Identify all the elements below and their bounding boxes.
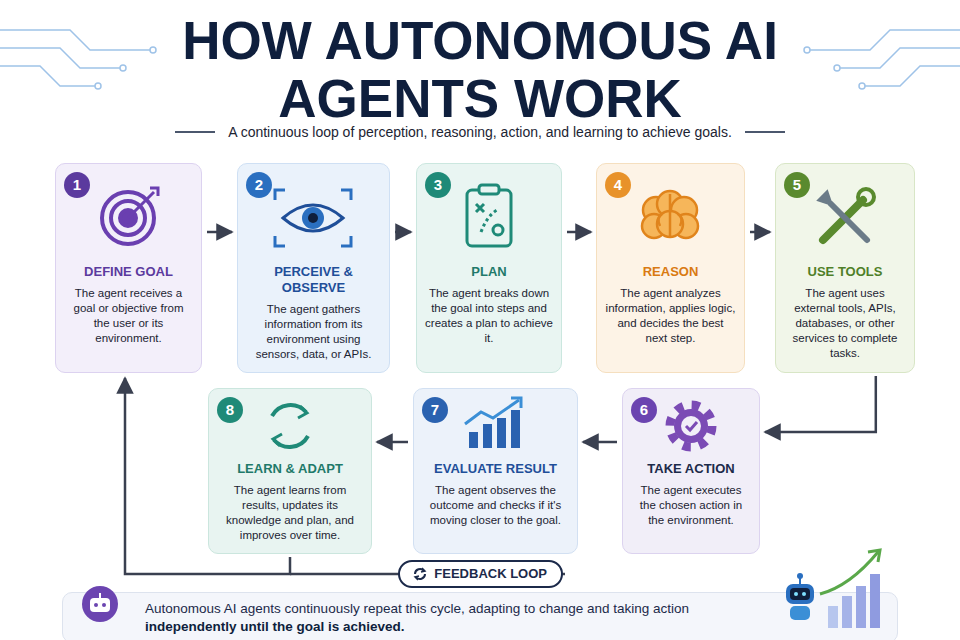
step-heading: EVALUATE RESULT bbox=[414, 461, 577, 477]
flow-arrow bbox=[207, 231, 232, 234]
step-heading: DEFINE GOAL bbox=[56, 264, 201, 280]
step-number: 4 bbox=[605, 172, 631, 198]
growth-chart bbox=[820, 550, 880, 628]
flow-arrow bbox=[377, 441, 408, 444]
step-number: 2 bbox=[246, 172, 272, 198]
step-description: The agent receives a goal or objective f… bbox=[56, 280, 201, 356]
step-description: The agent analyzes information, applies … bbox=[597, 280, 744, 356]
step-number: 3 bbox=[425, 172, 451, 198]
step-heading: USE TOOLS bbox=[776, 264, 914, 280]
diagram-caption: A continuous loop of perception, reasoni… bbox=[0, 124, 960, 140]
summary-banner: Autonomous AI agents continuously repeat… bbox=[62, 592, 898, 640]
step-number: 5 bbox=[784, 172, 810, 198]
step-box: 8LEARN & ADAPTThe agent learns from resu… bbox=[208, 388, 372, 554]
step-description: The agent learns from results, updates i… bbox=[209, 477, 371, 553]
step-description: The agent uses external tools, APIs, dat… bbox=[776, 280, 914, 371]
step-box: 2PERCEIVE & OBSERVEThe agent gathers inf… bbox=[237, 163, 390, 373]
step-number: 6 bbox=[631, 397, 657, 423]
step-heading: PERCEIVE & OBSERVE bbox=[238, 264, 389, 296]
step-heading: REASON bbox=[597, 264, 744, 280]
brain-icon bbox=[642, 191, 698, 238]
step-description: The agent gathers information from its e… bbox=[238, 296, 389, 372]
flow-arrow bbox=[765, 376, 876, 432]
step-heading: LEARN & ADAPT bbox=[209, 461, 371, 477]
step-box: 1DEFINE GOALThe agent receives a goal or… bbox=[55, 163, 202, 373]
step-box: 5USE TOOLSThe agent uses external tools,… bbox=[775, 163, 915, 373]
step-description: The agent observes the outcome and check… bbox=[414, 477, 577, 538]
step-heading: TAKE ACTION bbox=[623, 461, 759, 477]
step-description: The agent breaks down the goal into step… bbox=[417, 280, 561, 356]
sync-icon bbox=[412, 566, 428, 582]
robot-illustration bbox=[786, 573, 814, 620]
flow-arrow bbox=[583, 441, 617, 444]
step-number: 1 bbox=[64, 172, 90, 198]
step-box: 7EVALUATE RESULTThe agent observes the o… bbox=[413, 388, 578, 554]
step-number: 7 bbox=[422, 397, 448, 423]
diagram-title: HOW AUTONOMOUS AI AGENTS WORK bbox=[180, 12, 780, 128]
flow-arrow bbox=[567, 231, 591, 234]
flow-arrow bbox=[750, 231, 770, 234]
edge-label: FEEDBACK LOOP bbox=[398, 560, 563, 588]
step-heading: PLAN bbox=[417, 264, 561, 280]
flow-arrow bbox=[395, 231, 411, 234]
step-number: 8 bbox=[217, 397, 243, 423]
step-description: The agent executes the chosen action in … bbox=[623, 477, 759, 538]
summary-emphasis: independently until the goal is achieved… bbox=[145, 618, 897, 636]
summary-text: Autonomous AI agents continuously repeat… bbox=[145, 600, 897, 618]
robot-badge bbox=[82, 586, 118, 622]
